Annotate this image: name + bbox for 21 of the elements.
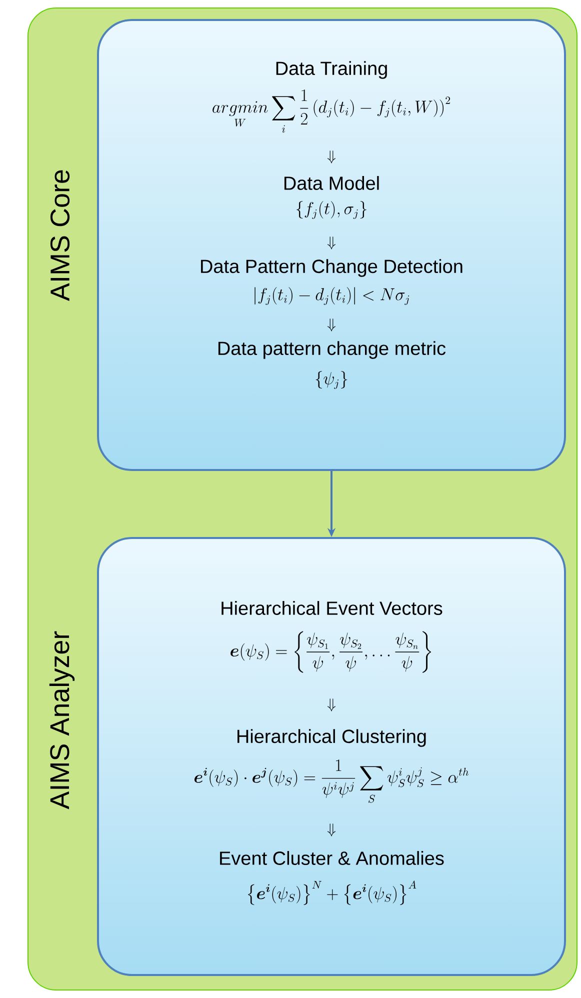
down-arrow: $\Downarrow$ <box>328 824 336 836</box>
down-arrow: $\Downarrow$ <box>328 150 336 164</box>
panel-label: AIMS Core <box>50 170 70 301</box>
formula: $\boldsymbol{e}(\psi_S)=\left\{\frac{\psi_{S_1}}{\psi},\frac{\psi_{S_2}}{\psi},\dots\frac{\psi_{S_n}}{\psi}\right\}$ <box>230 631 431 673</box>
down-arrow: $\Downarrow$ <box>328 698 336 712</box>
down-arrow: $\Downarrow$ <box>328 236 336 250</box>
panel-label: AIMS Analyzer <box>49 631 75 810</box>
step-title: Event Cluster & Anomalies <box>220 851 444 865</box>
down-arrow: $\Downarrow$ <box>328 318 336 332</box>
formula: $\left|f_j(t_i)-d_j(t_i)\right|<N\sigma_j$ <box>254 287 410 305</box>
formula: $\left\{f_j(t),\sigma_j\right\}$ <box>296 201 366 219</box>
formula: $\left\{\psi_j\right\}$ <box>316 371 348 389</box>
step-title: Data pattern change metric <box>218 341 446 359</box>
formula: $\left\{\boldsymbol{e}^{\boldsymbol{i}}(\psi_S)\right\}^N+\left\{\boldsymbol{e}^{\boldsymbol{i}}(\psi_S)\right\}^A$ <box>248 880 416 905</box>
step-title: Data Pattern Change Detection <box>201 259 462 277</box>
formula: $\boldsymbol{e}^{\boldsymbol{i}}(\psi_S)\cdot\boldsymbol{e}^{\boldsymbol{j}}(\psi_S)=\frac{1}{\psi^i\psi^j}\sum_{S}\psi_S^i\psi_S^j\geq\alpha^{th}$ <box>194 760 469 803</box>
formula: $\underset{W}{argmin}\sum_{i}\frac{1}{2}\left(d_j(t_i)-f_j(t_i,W)\right)^2$ <box>212 90 450 133</box>
step-title: Data Model <box>284 176 379 190</box>
step-title: Hierarchical Event Vectors <box>222 601 442 615</box>
step-title: Data Training <box>276 61 387 79</box>
step-title: Hierarchical Clustering <box>238 729 426 747</box>
